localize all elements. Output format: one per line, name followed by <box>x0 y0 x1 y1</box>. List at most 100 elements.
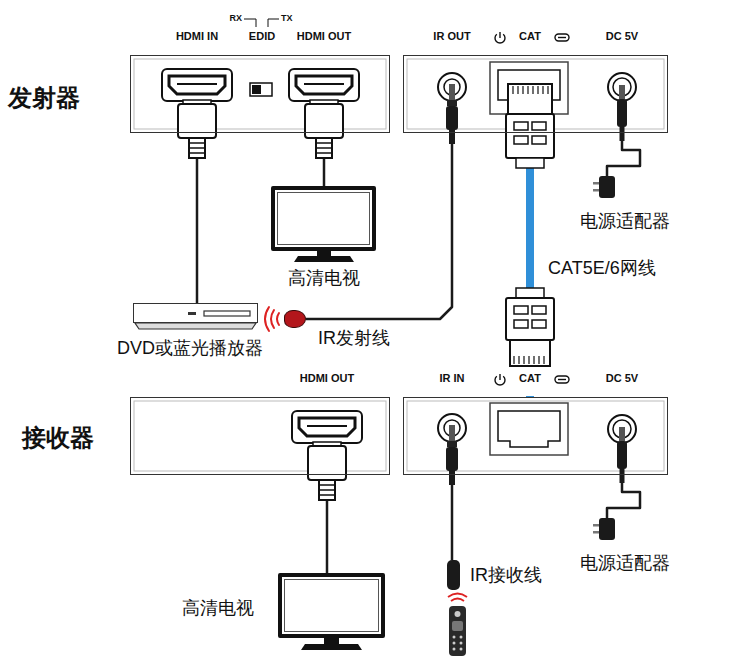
port-label: CAT <box>519 30 541 43</box>
transmitter-rear-panel: IR OUTCATDC 5V <box>403 55 668 133</box>
ir-receiver: IR接收线 <box>447 560 460 590</box>
ir-jack-plug <box>449 425 455 441</box>
edid-bracket <box>244 19 279 27</box>
ir-signal-waves <box>265 307 269 331</box>
ir-emitter: IR发射线 <box>284 310 306 328</box>
remote-control <box>460 636 463 639</box>
edid-switch <box>250 83 272 96</box>
dc-jack-plug <box>608 415 636 443</box>
panel-trim <box>134 59 386 129</box>
switch-label: TX <box>281 13 293 23</box>
rj45-plug <box>532 122 546 130</box>
remote-control <box>453 642 456 645</box>
device-label: IR发射线 <box>318 328 390 349</box>
rj45-plug <box>520 367 540 396</box>
panel-trim <box>407 401 664 471</box>
hdmi-port-plug <box>316 143 332 153</box>
power-adapter: 电源适配器 <box>599 176 615 198</box>
remote-control <box>451 599 464 602</box>
hdmi-port-plug <box>189 143 205 153</box>
dc-jack-plug <box>617 441 627 469</box>
rj45-plug <box>510 340 550 366</box>
remote-control <box>448 594 467 598</box>
remote-control <box>460 648 463 651</box>
ir-signal-waves <box>271 310 274 328</box>
rj45-plug <box>508 84 552 114</box>
remote-control <box>453 636 456 639</box>
device-label: DVD或蓝光播放器 <box>117 338 263 359</box>
tv-stand <box>294 250 362 650</box>
power-icon <box>499 32 500 38</box>
ir-signal-waves <box>265 307 279 331</box>
remote-control <box>455 611 461 617</box>
dc-jack-plug <box>619 427 625 441</box>
remote-control <box>448 594 467 657</box>
transmitter-front-panel: HDMI INEDIDHDMI OUT <box>130 55 390 133</box>
rj45-plug <box>513 86 548 94</box>
ir-jack-plug <box>447 441 457 447</box>
port-label: DC 5V <box>606 30 638 43</box>
port-label: IR IN <box>439 372 464 385</box>
device-label: 高清电视 <box>182 598 254 619</box>
ir-jack-plug <box>438 73 466 101</box>
device-label: 电源适配器 <box>580 553 670 574</box>
rj45-socket <box>490 403 568 455</box>
panel-trim <box>134 59 664 471</box>
switch-label: RX <box>229 13 242 23</box>
device-label: 高清电视 <box>288 268 360 289</box>
rj45-plug <box>514 306 528 314</box>
edid-bracket <box>244 19 256 27</box>
power-icon <box>495 32 505 385</box>
port-label: DC 5V <box>606 372 638 385</box>
dc-jack-plug <box>608 73 636 141</box>
rj45-plug <box>514 122 528 130</box>
rj45-plug <box>514 136 528 144</box>
ir-signal-waves <box>277 313 279 325</box>
rj45-plug <box>506 298 554 340</box>
power-adapter: 电源适配器 <box>599 518 615 540</box>
hdmi-port-plug <box>189 138 205 158</box>
dc-jack-plug <box>617 99 627 127</box>
port-label: HDMI OUT <box>300 372 354 385</box>
hdmi-port-plug <box>162 69 232 101</box>
cable-label: CAT5E/6网线 <box>546 258 658 279</box>
port-label: CAT <box>519 372 541 385</box>
device-label: IR接收线 <box>470 565 542 586</box>
receiver-front-panel: HDMI OUT <box>130 397 390 475</box>
dvd-detail <box>204 311 250 316</box>
dvd-detail <box>188 312 196 315</box>
edid-switch <box>250 83 272 96</box>
dvd-detail <box>135 323 256 329</box>
hdmi-port-plug <box>292 411 362 443</box>
link-icon <box>555 34 569 41</box>
ir-jack-plug <box>438 73 466 144</box>
hdmi-port-plug <box>289 69 359 158</box>
rj45-plug <box>532 136 546 144</box>
hdmi-port-plug <box>296 76 352 94</box>
remote-control <box>452 621 463 631</box>
dc-jack-plug <box>620 127 625 141</box>
rj45-plug <box>506 288 554 396</box>
port-label: IR OUT <box>433 30 470 43</box>
hdmi-port-plug <box>292 411 362 500</box>
dc-jack-plug <box>608 73 636 101</box>
panel-trim <box>134 401 386 471</box>
power-icon <box>499 374 500 380</box>
ir-jack-plug <box>449 84 455 100</box>
hdmi-port-plug <box>307 425 347 427</box>
section-label: 接收器 <box>22 424 94 452</box>
remote-control <box>449 606 466 656</box>
hdmi-port-plug <box>319 485 335 495</box>
port-label: HDMI OUT <box>297 30 351 43</box>
link-icon <box>555 34 569 383</box>
tv-stand <box>294 256 354 262</box>
hdmi-port-plug <box>299 418 355 436</box>
link-icon <box>558 37 566 38</box>
ir-jack-plug <box>446 447 458 471</box>
dc-jack-plug <box>619 85 625 99</box>
rj45-plug <box>532 306 546 314</box>
rj45-plug <box>506 114 554 158</box>
hdtv-screen: 高清电视 <box>278 573 385 638</box>
cable <box>306 133 452 319</box>
